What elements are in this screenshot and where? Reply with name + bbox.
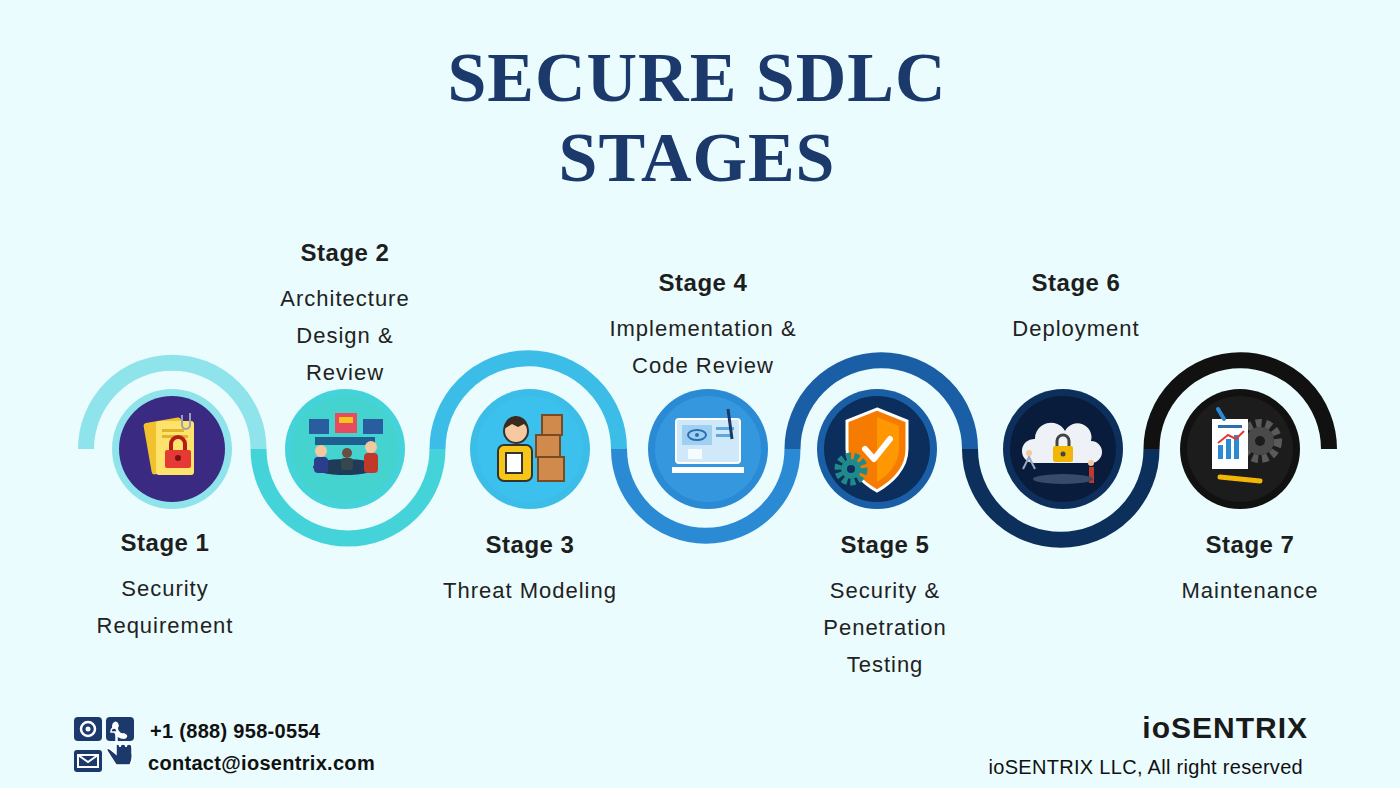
stage-name: Threat Modeling xyxy=(390,572,670,609)
stage-icon xyxy=(817,389,937,509)
stage-text: Stage 3 Threat Modeling xyxy=(390,530,670,609)
stage-text: Stage 6 Deployment xyxy=(966,268,1186,347)
stage-text: Stage 2 Architecture Design & Review xyxy=(255,238,435,391)
stage-text: Stage 4 Implementation & Code Review xyxy=(583,268,823,384)
stage-name: Implementation & Code Review xyxy=(583,310,823,384)
stage-name: Maintenance xyxy=(1140,572,1360,609)
stage-name: Security & Penetration Testing xyxy=(805,572,965,683)
stage-text: Stage 7 Maintenance xyxy=(1140,530,1360,609)
stage-node: Stage 1Security Requirement xyxy=(112,389,232,509)
stage-icon xyxy=(1003,389,1123,509)
phone-number: +1 (888) 958-0554 xyxy=(150,718,320,744)
contact-icons xyxy=(74,717,134,772)
stage-name: Deployment xyxy=(966,310,1186,347)
stage-node: Stage 6Deployment xyxy=(1003,389,1123,509)
stage-icon xyxy=(648,389,768,509)
stage-number: Stage 5 xyxy=(805,530,965,560)
stage-number: Stage 2 xyxy=(255,238,435,268)
stage-name: Security Requirement xyxy=(78,570,253,644)
stage-icon xyxy=(112,389,232,509)
stage-node: Stage 3Threat Modeling xyxy=(470,389,590,509)
stage-number: Stage 3 xyxy=(390,530,670,560)
copyright-note: ioSENTRIX LLC, All right reserved xyxy=(989,754,1303,780)
stage-name: Architecture Design & Review xyxy=(255,280,435,391)
stage-node: Stage 7Maintenance xyxy=(1180,389,1300,509)
company-logo: ioSENTRIX xyxy=(1142,710,1308,746)
stage-text: Stage 1 Security Requirement xyxy=(78,528,253,644)
stage-text: Stage 5 Security & Penetration Testing xyxy=(805,530,965,683)
stage-node: Stage 5Security & Penetration Testing xyxy=(817,389,937,509)
wave-path xyxy=(86,358,1329,540)
stage-node: Stage 4Implementation & Code Review xyxy=(648,389,768,509)
title: SECURE SDLC STAGES xyxy=(397,38,997,198)
email-address: contact@iosentrix.com xyxy=(148,750,375,776)
stage-number: Stage 6 xyxy=(966,268,1186,298)
stage-icon xyxy=(1180,389,1300,509)
stage-number: Stage 7 xyxy=(1140,530,1360,560)
stage-icon xyxy=(470,389,590,509)
stage-number: Stage 1 xyxy=(78,528,253,558)
stage-node: Stage 2Architecture Design & Review xyxy=(285,389,405,509)
stage-icon xyxy=(285,389,405,509)
stage-number: Stage 4 xyxy=(583,268,823,298)
